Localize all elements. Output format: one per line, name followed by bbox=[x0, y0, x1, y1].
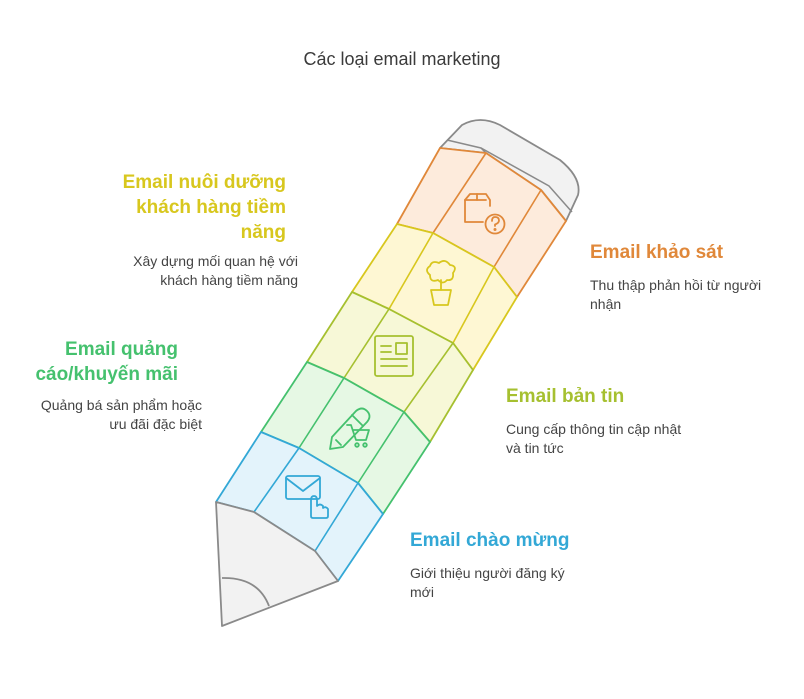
desc-nurture: Xây dựng mối quan hệ với khách hàng tiềm… bbox=[133, 253, 298, 288]
heading-promo: Email quảng cáo/khuyến mãi bbox=[35, 339, 178, 385]
tag-cart-icon bbox=[329, 407, 371, 450]
pencil-ferrule-line-1 bbox=[446, 139, 573, 213]
pencil-tip bbox=[215, 501, 339, 627]
diagram-title: Các loại email marketing bbox=[303, 49, 501, 69]
desc-welcome: Giới thiệu người đăng ký mới bbox=[410, 565, 565, 600]
desc-newsletter: Cung cấp thông tin cập nhật và tin tức bbox=[506, 421, 682, 456]
envelope-hand-icon bbox=[285, 475, 329, 519]
heading-newsletter: Email bản tin bbox=[506, 386, 625, 407]
package-question-icon bbox=[464, 193, 506, 235]
newsletter-icon bbox=[374, 335, 414, 377]
heading-nurture: Email nuôi dưỡng khách hàng tiềm năng bbox=[122, 172, 286, 243]
heading-welcome: Email chào mừng bbox=[410, 530, 570, 551]
plant-pot-icon bbox=[426, 260, 456, 306]
desc-promo: Quảng bá sản phẩm hoặc ưu đãi đặc biệt bbox=[40, 397, 202, 432]
pencil-eraser bbox=[439, 119, 580, 222]
desc-survey: Thu thập phản hồi từ người nhận bbox=[590, 277, 762, 312]
heading-survey: Email khảo sát bbox=[590, 242, 724, 263]
